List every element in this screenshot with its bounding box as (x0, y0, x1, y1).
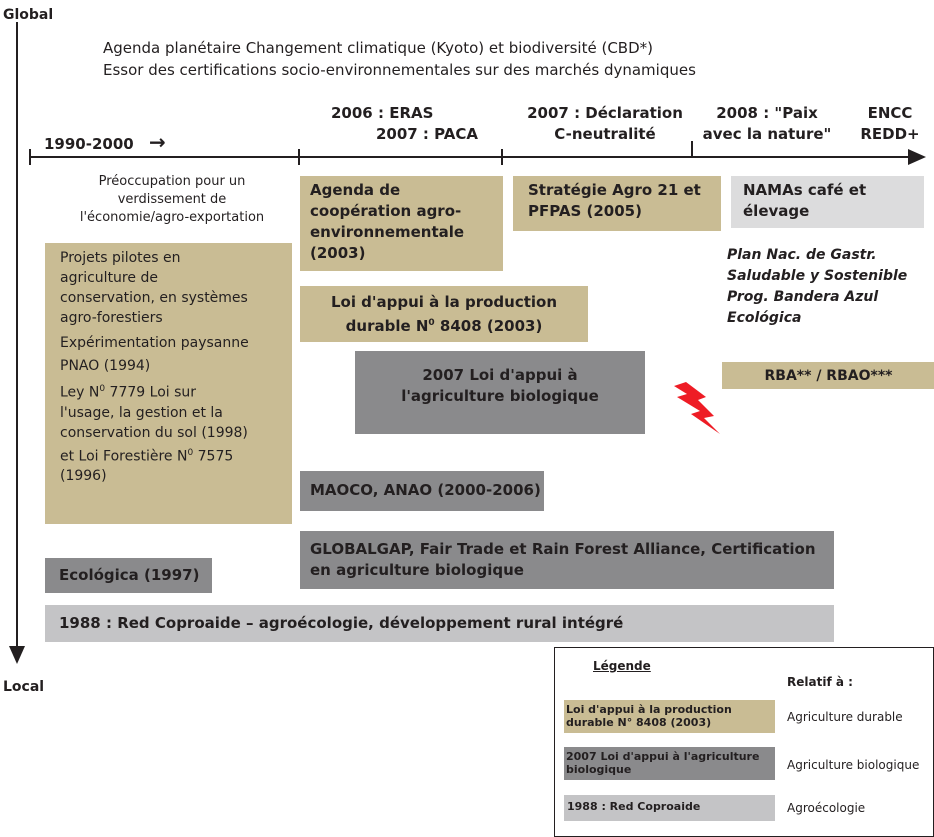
agro21-box: Stratégie Agro 21 et PFPAS (2005) (513, 176, 721, 231)
timeline-label-2006: 2006 : ERAS 2007 : PACA (320, 103, 478, 145)
legend-swatch-biologique: 2007 Loi d'appui à l'agriculture biologi… (564, 747, 775, 780)
namas-line2: élevage (743, 202, 810, 220)
coproaide-box: 1988 : Red Coproaide – agroécologie, dév… (45, 605, 834, 642)
legend-swatch-agroecologie: 1988 : Red Coproaide (564, 795, 775, 821)
header-line-2: Essor des certifications socio-environne… (103, 61, 696, 79)
agro21-line1: Stratégie Agro 21 et (528, 181, 701, 199)
timeline-encc-line1: ENCC (867, 104, 913, 122)
legend-row2-line1: 2007 Loi d'appui à l'agriculture (566, 750, 760, 763)
globalgap-box: GLOBALGAP, Fair Trade et Rain Forest All… (300, 531, 834, 589)
agenda-line4: (2003) (310, 244, 366, 262)
header-line-1: Agenda planétaire Changement climatique … (103, 39, 653, 57)
plan-line3: Prog. Bandera Azul (727, 289, 879, 305)
agenda-line1: Agenda de (310, 181, 401, 199)
bio-line1: 2007 Loi d'appui à (422, 366, 578, 384)
legend-label-biologique: Agriculture biologique (787, 758, 920, 772)
loi8408-line1: Loi d'appui à la production (330, 293, 558, 311)
timeline-encc-line2: REDD+ (860, 125, 920, 143)
namas-box: NAMAs café et élevage (731, 176, 924, 228)
pilot-line6: PNAO (1994) (60, 358, 151, 374)
maoco-box: MAOCO, ANAO (2000-2006) (300, 471, 544, 511)
legend-label-durable: Agriculture durable (787, 710, 903, 724)
timeline-arrowhead (908, 149, 926, 165)
loi8408-line2: durable N0 8408 (2003) (300, 313, 588, 337)
verdissement-line2: verdissement de (117, 192, 227, 207)
pilot-line1: Projets pilotes en (60, 250, 181, 266)
plan-nacional-note: Plan Nac. de Gastr. Saludable y Sostenib… (727, 245, 907, 329)
timeline-label-2007: 2007 : Déclaration C-neutralité (522, 103, 688, 145)
timeline-2006-line1: 2006 : ERAS (331, 104, 434, 122)
pilot-line11: (1996) (60, 468, 107, 485)
globalgap-line1: GLOBALGAP, Fair Trade et Rain Forest All… (310, 540, 816, 558)
legend-row2-line2: biologique (566, 763, 632, 776)
namas-line1: NAMAs café et (743, 181, 867, 199)
globalgap-line2: en agriculture biologique (310, 561, 524, 579)
timeline-2006-line2: 2007 : PACA (375, 125, 478, 143)
pilot-l7sup: 0 (99, 384, 106, 394)
timeline-2008-line1: 2008 : "Paix (716, 104, 818, 122)
legend-swatch-durable: Loi d'appui à la production durable N° 8… (564, 700, 775, 733)
pilot-line10: et Loi Forestière N0 7575 (60, 443, 292, 467)
pilot-line3: conservation, en systèmes (60, 290, 248, 306)
legend: Légende Relatif à : Loi d'appui à la pro… (554, 647, 934, 837)
timeline-2008-line2: avec la nature" (702, 125, 832, 143)
timeline-2007-line2: C-neutralité (554, 125, 656, 143)
legend-row1-line2: durable N° 8408 (2003) (566, 716, 712, 729)
pilot-line7: Ley N0 7779 Loi sur (60, 379, 292, 403)
agenda-line3: environnementale (310, 223, 465, 241)
legend-label-agroecologie: Agroécologie (787, 801, 866, 815)
pilot-l10a: et Loi Forestière N (60, 448, 188, 465)
loi-8408-box: Loi d'appui à la production durable N0 8… (300, 286, 588, 342)
loi-biologique-box: 2007 Loi d'appui à l'agriculture biologi… (355, 351, 645, 434)
lightning-icon (674, 382, 720, 434)
legend-row1-line1: Loi d'appui à la production (566, 703, 732, 716)
timeline-label-1990-2000: 1990-2000 → (44, 132, 166, 155)
loi8408-l2a: durable N (345, 317, 429, 335)
verdissement-note: Préoccupation pour un verdissement de l'… (52, 173, 292, 227)
pilot-line9: conservation du sol (1998) (60, 424, 248, 441)
rba-box: RBA** / RBAO*** (722, 362, 934, 389)
pilot-l10b: 7575 (193, 448, 234, 465)
timeline-label-2008: 2008 : "Paix avec la nature" (697, 103, 837, 145)
pilot-l10sup: 0 (187, 447, 194, 458)
verdissement-line3: l'économie/agro-exportation (79, 210, 265, 225)
timeline-1990-text: 1990-2000 (44, 135, 134, 153)
plan-line1: Plan Nac. de Gastr. (727, 247, 877, 263)
timeline-2007-line1: 2007 : Déclaration (527, 104, 683, 122)
pilot-l7a: Ley N (60, 384, 100, 401)
axis-local-label: Local (3, 679, 45, 695)
right-arrow-icon: → (148, 130, 166, 154)
loi8408-l2b: 8408 (2003) (434, 317, 543, 335)
legend-title: Légende (593, 659, 651, 673)
pilot-line5: Expérimentation paysanne (60, 335, 249, 351)
pilot-projects-box: Projets pilotes en agriculture de conser… (45, 243, 292, 524)
verdissement-line1: Préoccupation pour un (98, 174, 246, 189)
ecologica-box: Ecológica (1997) (45, 558, 212, 593)
pilot-line2: agriculture de (60, 270, 158, 286)
legend-relatif: Relatif à : (787, 675, 853, 689)
pilot-line8: l'usage, la gestion et la (60, 404, 223, 421)
plan-line4: Ecológica (727, 310, 802, 326)
bio-line2: l'agriculture biologique (401, 387, 599, 405)
agenda-line2: coopération agro- (310, 202, 462, 220)
pilot-l7b: 7779 Loi sur (105, 384, 197, 401)
vertical-axis-arrowhead (9, 646, 25, 664)
axis-global-label: Global (3, 7, 54, 23)
plan-line2: Saludable y Sostenible (727, 268, 908, 284)
agro21-line2: PFPAS (2005) (528, 202, 642, 220)
agenda-cooperation-box: Agenda de coopération agro- environnemen… (300, 176, 503, 271)
loi8408-l2sup: 0 (428, 318, 435, 328)
timeline-label-encc: ENCC REDD+ (855, 103, 925, 145)
pilot-line4: agro-forestiers (60, 310, 163, 326)
